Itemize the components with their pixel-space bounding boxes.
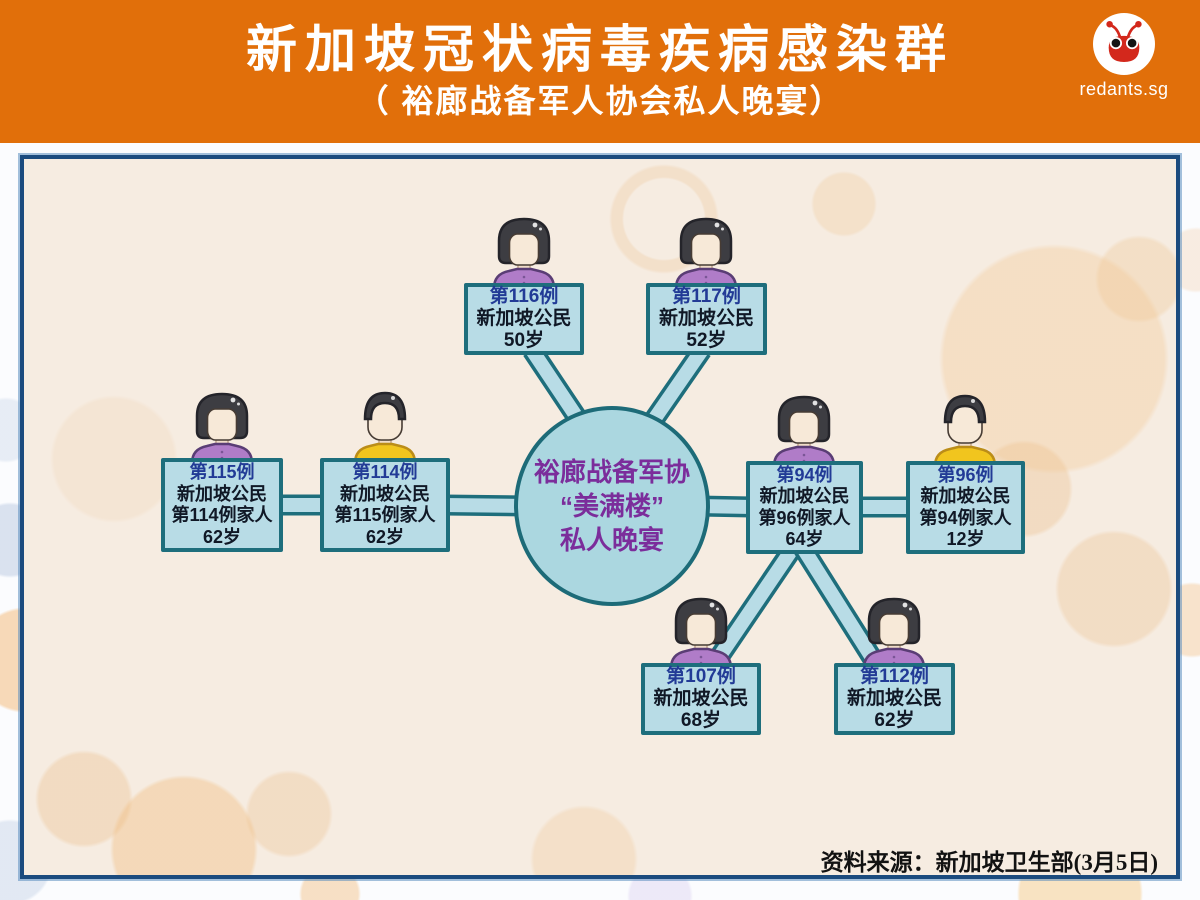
case-detail: 第115例家人 xyxy=(334,505,436,525)
case-detail: 第94例家人 xyxy=(919,507,1012,528)
case-detail: 12岁 xyxy=(946,529,985,549)
case-node-96: 第96例 新加坡公民 第94例家人 12岁 xyxy=(906,461,1025,554)
center-node-line: 私人晚宴 xyxy=(559,525,664,555)
case-detail: 64岁 xyxy=(785,529,824,549)
case-detail: 新加坡公民 xyxy=(177,483,267,504)
case-box: 第107例 新加坡公民 68岁 xyxy=(641,663,761,735)
case-detail: 新加坡公民 xyxy=(653,688,749,709)
case-number: 第114例 xyxy=(352,462,418,482)
case-detail: 新加坡公民 xyxy=(658,308,754,329)
case-detail: 62岁 xyxy=(365,526,405,547)
case-box: 第115例 新加坡公民 第114例家人 62岁 xyxy=(161,458,283,552)
case-node-115: 第115例 新加坡公民 第114例家人 62岁 xyxy=(161,458,283,552)
case-detail: 62岁 xyxy=(202,526,242,547)
case-number: 第115例 xyxy=(189,462,255,482)
case-box: 第116例 新加坡公民 50岁 xyxy=(464,283,584,355)
center-node-line: 裕廊战备军协 xyxy=(533,457,690,487)
case-box: 第114例 新加坡公民 第115例家人 62岁 xyxy=(320,458,450,552)
case-detail: 50岁 xyxy=(503,330,545,351)
case-box: 第117例 新加坡公民 52岁 xyxy=(646,283,767,355)
case-number: 第116例 xyxy=(489,286,559,307)
case-node-112: 第112例 新加坡公民 62岁 xyxy=(834,663,955,735)
case-number: 第117例 xyxy=(672,286,741,307)
case-number: 第107例 xyxy=(666,666,736,687)
case-node-107: 第107例 新加坡公民 68岁 xyxy=(641,663,761,735)
case-detail: 第96例家人 xyxy=(758,507,851,528)
case-detail: 62岁 xyxy=(874,710,915,731)
case-node-117: 第117例 新加坡公民 52岁 xyxy=(646,283,767,355)
case-detail: 52岁 xyxy=(686,330,727,351)
logo-circle xyxy=(1093,13,1155,75)
case-box: 第96例 新加坡公民 第94例家人 12岁 xyxy=(906,461,1025,554)
case-detail: 第114例家人 xyxy=(171,505,273,525)
case-node-116: 第116例 新加坡公民 50岁 xyxy=(464,283,584,355)
case-number: 第112例 xyxy=(860,666,929,687)
case-detail: 新加坡公民 xyxy=(920,486,1011,506)
case-detail: 新加坡公民 xyxy=(340,483,430,504)
page-subtitle: （ 裕廊战备军人协会私人晚宴） xyxy=(356,83,844,119)
case-detail: 新加坡公民 xyxy=(759,486,850,506)
case-box: 第94例 新加坡公民 第96例家人 64岁 xyxy=(746,461,863,554)
center-node-line: “美满楼” xyxy=(559,491,664,521)
ant-icon xyxy=(1106,20,1142,62)
case-detail: 新加坡公民 xyxy=(476,308,572,329)
case-box: 第112例 新加坡公民 62岁 xyxy=(834,663,955,735)
logo-text: redants.sg xyxy=(1079,79,1169,99)
center-node: 裕廊战备军协 “美满楼” 私人晚宴 xyxy=(514,406,710,606)
case-detail: 新加坡公民 xyxy=(846,688,942,709)
source-note: 资料来源：新加坡卫生部(3月5日) xyxy=(820,850,1158,875)
case-node-114: 第114例 新加坡公民 第115例家人 62岁 xyxy=(320,458,450,552)
case-number: 第96例 xyxy=(937,464,994,485)
site-logo: redants.sg xyxy=(1074,13,1174,100)
case-detail: 68岁 xyxy=(680,710,722,731)
case-number: 第94例 xyxy=(776,464,833,485)
case-node-94: 第94例 新加坡公民 第96例家人 64岁 xyxy=(746,461,863,554)
page-title: 新加坡冠状病毒疾病感染群 xyxy=(245,21,954,78)
header-banner: 新加坡冠状病毒疾病感染群 （ 裕廊战备军人协会私人晚宴） redants.sg xyxy=(0,0,1200,143)
